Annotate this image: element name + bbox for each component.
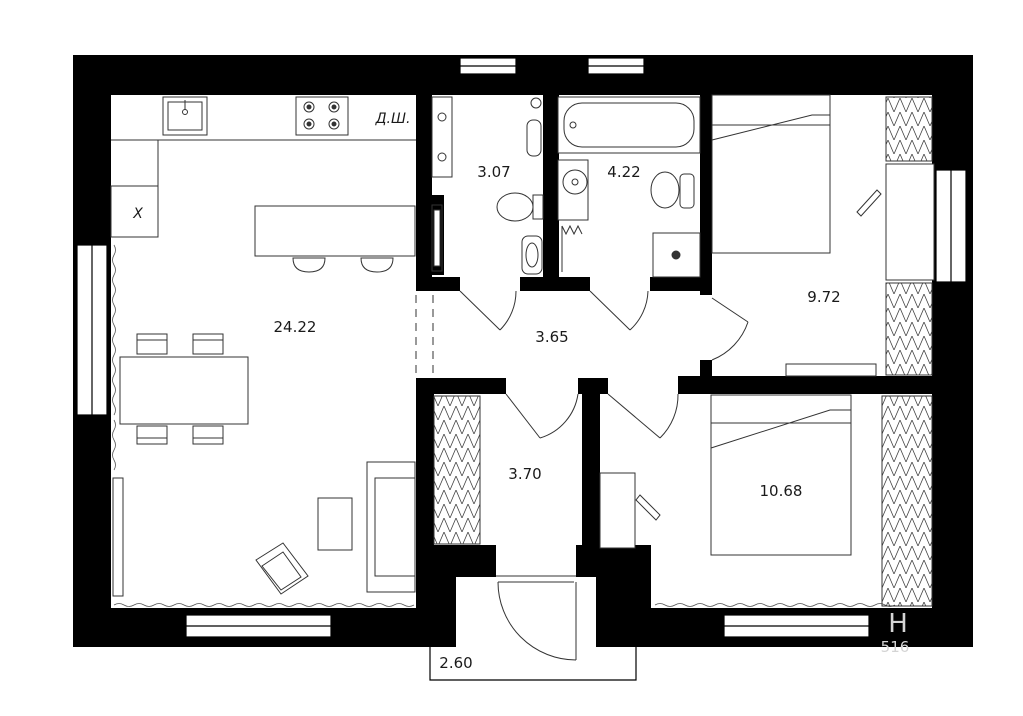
doors <box>415 290 749 661</box>
bedroom1-furniture <box>711 94 935 377</box>
area-bedroom-1: 9.72 <box>807 288 840 306</box>
area-living-kitchen: 24.22 <box>274 318 317 336</box>
room-areas: 24.22 3.07 4.22 9.72 3.65 3.70 10.68 2.6… <box>274 111 841 672</box>
radiators <box>112 244 896 607</box>
watermark: Н 516 <box>881 609 910 656</box>
bedroom2-furniture <box>599 394 933 607</box>
shaft-label: Д.Ш. <box>375 111 411 127</box>
bathroom-large-fixtures <box>557 96 701 278</box>
watermark-code: 516 <box>881 638 910 656</box>
kitchen-furniture <box>111 96 416 273</box>
area-bathroom-large: 4.22 <box>607 163 640 181</box>
fridge: Х <box>110 185 159 238</box>
watermark-logo: Н <box>888 609 908 639</box>
area-balcony: 2.60 <box>439 654 472 672</box>
living-furniture <box>112 461 416 597</box>
area-bathroom-small: 3.07 <box>477 163 510 181</box>
area-hallway: 3.65 <box>535 328 568 346</box>
windows <box>76 57 967 638</box>
area-closet: 3.70 <box>508 465 541 483</box>
area-bedroom-2: 10.68 <box>760 482 803 500</box>
dining-set <box>119 333 249 445</box>
bathroom-small-fixtures <box>431 96 544 275</box>
balcony <box>429 647 637 681</box>
closet-shelving <box>433 395 481 545</box>
fridge-label: Х <box>132 206 143 222</box>
